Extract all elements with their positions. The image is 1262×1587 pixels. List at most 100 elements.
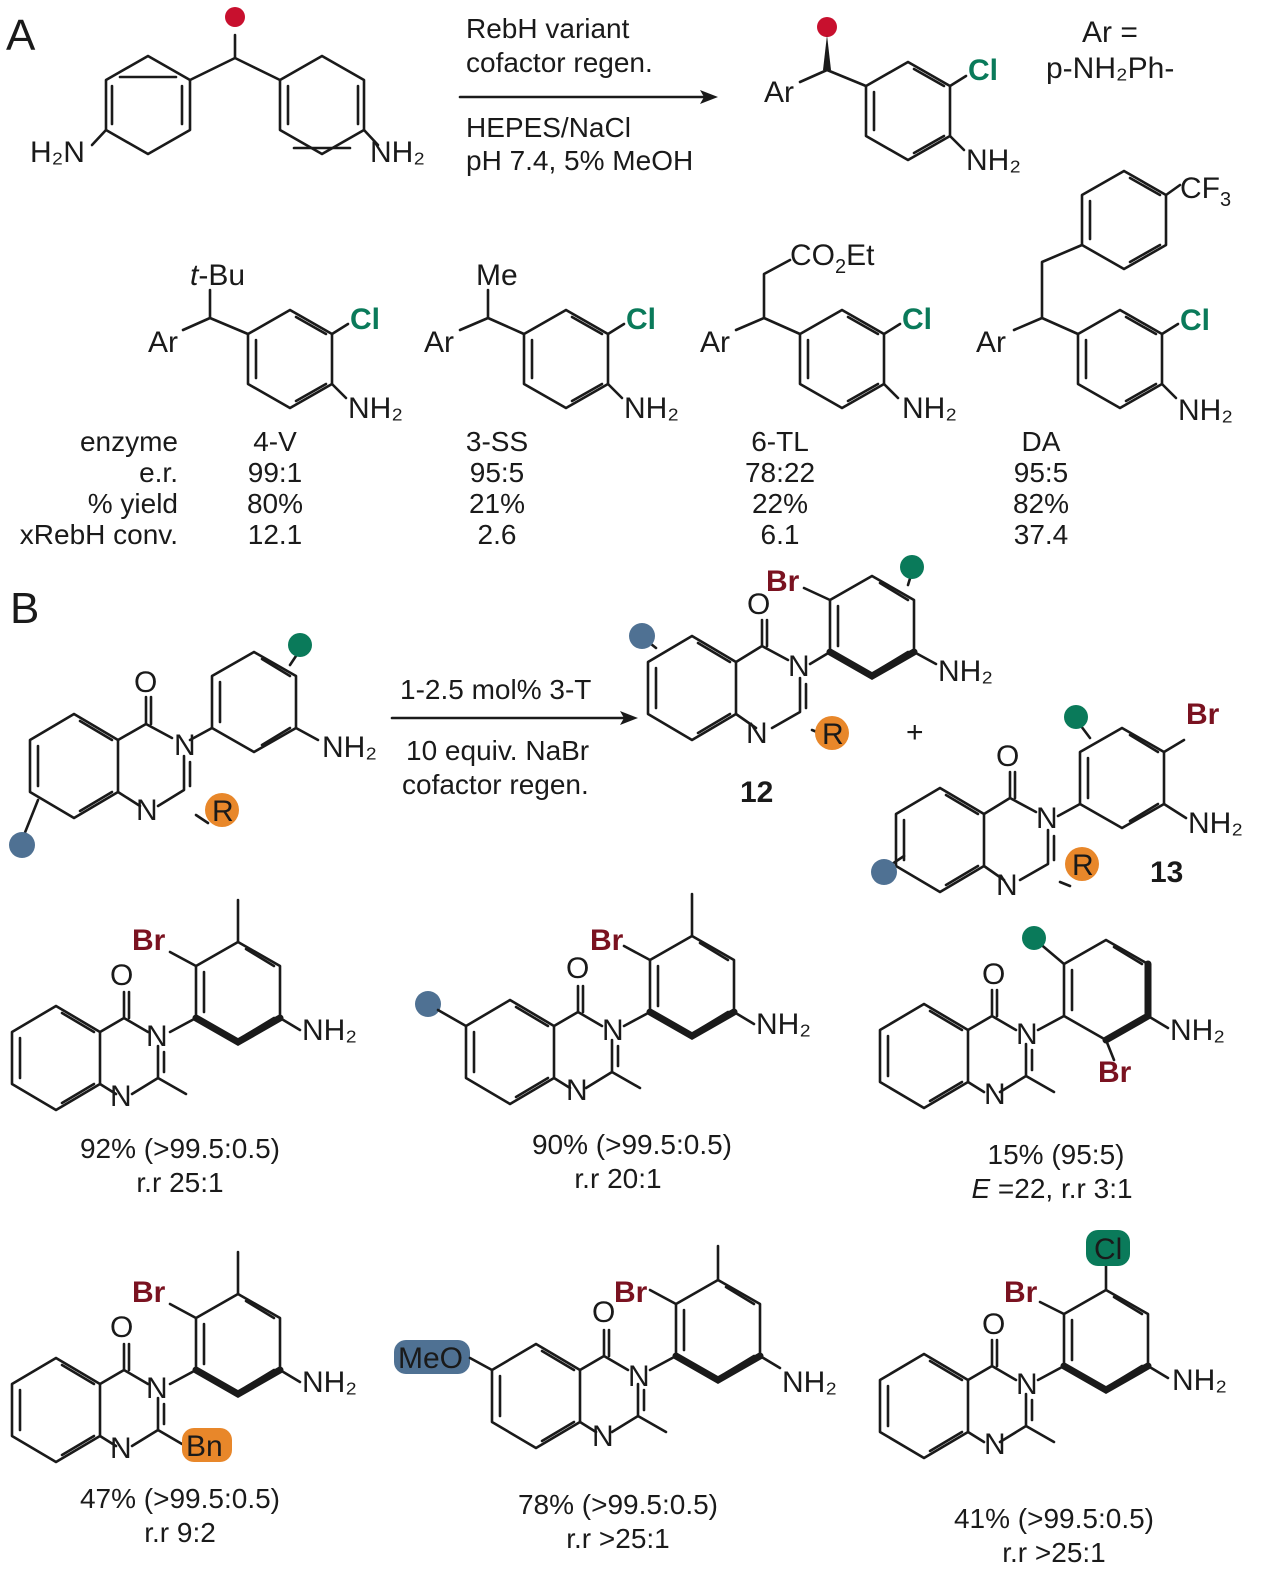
r-group-label: R bbox=[212, 795, 234, 828]
row-label-enzyme: enzyme bbox=[80, 426, 178, 457]
chloro-label: Cl bbox=[902, 303, 932, 336]
example-3: O N N NH₂ Br bbox=[878, 926, 1225, 1111]
example-4: Bn Br O N N NH₂ bbox=[10, 1250, 357, 1465]
chloro-label: Cl bbox=[1094, 1233, 1122, 1266]
cell-er: 78:22 bbox=[745, 457, 815, 488]
amine-label: NH₂ bbox=[1188, 807, 1243, 840]
r-group-badge bbox=[815, 716, 849, 750]
starting-material-a: H₂N NH₂ bbox=[30, 7, 425, 169]
amine-label: NH₂ bbox=[624, 392, 679, 425]
carbonyl-o-label: O bbox=[110, 1311, 133, 1344]
aryl-label: Ar bbox=[976, 326, 1006, 359]
cell-conv: 12.1 bbox=[248, 519, 303, 550]
starting-material-b: O N N R NH₂ bbox=[9, 633, 377, 858]
cell-enzyme: DA bbox=[1022, 426, 1061, 457]
amide-n-label: N bbox=[788, 650, 810, 683]
condition-a-2: cofactor regen. bbox=[466, 47, 653, 78]
chloro-label: Cl bbox=[1180, 304, 1210, 337]
chloro-label: Cl bbox=[350, 303, 380, 336]
blue-substituent-dot bbox=[415, 991, 441, 1017]
example-1-rr: r.r 25:1 bbox=[136, 1167, 223, 1198]
amine-left-label: H₂N bbox=[30, 136, 85, 169]
amide-n-label: N bbox=[146, 1020, 168, 1053]
bromo-label: Br bbox=[132, 924, 166, 957]
red-substituent-dot bbox=[225, 7, 245, 27]
green-substituent-dot bbox=[1064, 705, 1088, 729]
condition-b-2: 10 equiv. NaBr bbox=[406, 735, 589, 766]
blue-substituent-dot bbox=[629, 623, 655, 649]
carbonyl-o-label: O bbox=[982, 958, 1005, 991]
example-1: Br O N N NH₂ bbox=[10, 898, 357, 1113]
imine-n-label: N bbox=[746, 717, 768, 750]
amine-label: NH₂ bbox=[938, 655, 993, 688]
example-2-yield: 90% (>99.5:0.5) bbox=[532, 1129, 732, 1160]
example-5: MeO Br O N N NH₂ bbox=[394, 1244, 837, 1453]
carbonyl-o-label: O bbox=[747, 588, 770, 621]
compound-number-13: 13 bbox=[1150, 856, 1183, 889]
imine-n-label: N bbox=[592, 1420, 614, 1453]
aryl-label: Ar bbox=[764, 76, 794, 109]
reaction-arrow-a bbox=[458, 90, 718, 104]
amide-n-label: N bbox=[146, 1372, 168, 1405]
imine-n-label: N bbox=[566, 1074, 588, 1107]
cell-yield: 21% bbox=[469, 488, 525, 519]
example-4-yield: 47% (>99.5:0.5) bbox=[80, 1483, 280, 1514]
panel-label-b: B bbox=[10, 584, 39, 633]
cell-yield: 82% bbox=[1013, 488, 1069, 519]
example-2: Br O N N NH₂ bbox=[415, 892, 811, 1107]
product-a-cf3-benzyl: CF3 Ar Cl NH₂ bbox=[976, 169, 1233, 427]
amine-label: NH₂ bbox=[902, 392, 957, 425]
example-6-rr: r.r >25:1 bbox=[1002, 1537, 1106, 1568]
reaction-arrow-b bbox=[390, 711, 638, 725]
cell-yield: 22% bbox=[752, 488, 808, 519]
bromo-label: Br bbox=[1098, 1056, 1132, 1089]
amine-label: NH₂ bbox=[782, 1366, 837, 1399]
cell-er: 99:1 bbox=[248, 457, 303, 488]
cell-er: 95:5 bbox=[1014, 457, 1069, 488]
results-table-a: enzyme e.r. % yield xRebH conv. 4-V 99:1… bbox=[20, 426, 1069, 550]
row-label-er: e.r. bbox=[139, 457, 178, 488]
carbonyl-o-label: O bbox=[134, 666, 157, 699]
product-a-me: Me Ar Cl NH₂ bbox=[424, 259, 679, 425]
cell-enzyme: 4-V bbox=[253, 426, 297, 457]
r-group-badge bbox=[205, 793, 239, 827]
bn-badge bbox=[182, 1428, 232, 1462]
meo-badge bbox=[394, 1340, 470, 1374]
green-substituent-dot bbox=[900, 555, 924, 579]
imine-n-label: N bbox=[984, 1428, 1006, 1461]
amide-n-label: N bbox=[174, 729, 196, 762]
product-12: Br O N N R NH₂ 12 bbox=[629, 555, 993, 809]
condition-a-1: RebH variant bbox=[466, 13, 630, 44]
bromo-label: Br bbox=[1004, 1276, 1038, 1309]
amide-n-label: N bbox=[628, 1360, 650, 1393]
aryl-label: Ar bbox=[424, 326, 454, 359]
cell-enzyme: 6-TL bbox=[751, 426, 809, 457]
amine-right-label: NH₂ bbox=[370, 136, 425, 169]
example-1-yield: 92% (>99.5:0.5) bbox=[80, 1133, 280, 1164]
amide-n-label: N bbox=[1036, 802, 1058, 835]
amine-label: NH₂ bbox=[302, 1366, 357, 1399]
amine-label: NH₂ bbox=[302, 1014, 357, 1047]
meo-label: MeO bbox=[398, 1342, 463, 1375]
carbonyl-o-label: O bbox=[996, 740, 1019, 773]
red-substituent-dot bbox=[817, 17, 837, 37]
aryl-label: Ar bbox=[700, 326, 730, 359]
r-group-badge bbox=[1065, 847, 1099, 881]
amine-label: NH₂ bbox=[756, 1008, 811, 1041]
cf3-label: CF3 bbox=[1180, 172, 1231, 211]
product-a-tbu: t-Bu Ar Cl NH₂ bbox=[148, 259, 403, 425]
green-substituent-dot bbox=[1022, 926, 1046, 950]
bromo-label: Br bbox=[132, 1276, 166, 1309]
product-13: Br O N N R NH₂ 13 bbox=[871, 698, 1243, 902]
carbonyl-o-label: O bbox=[982, 1308, 1005, 1341]
product-a-co2et: CO2Et Ar Cl NH₂ bbox=[700, 239, 957, 425]
carbonyl-o-label: O bbox=[566, 952, 589, 985]
example-4-rr: r.r 9:2 bbox=[144, 1517, 216, 1548]
bromo-label: Br bbox=[1186, 698, 1220, 731]
amide-n-label: N bbox=[1016, 1018, 1038, 1051]
compound-number-12: 12 bbox=[740, 776, 773, 809]
condition-b-3: cofactor regen. bbox=[402, 769, 589, 800]
cell-yield: 80% bbox=[247, 488, 303, 519]
cell-conv: 37.4 bbox=[1014, 519, 1069, 550]
example-3-rr-text: =22, r.r 3:1 bbox=[990, 1173, 1132, 1204]
